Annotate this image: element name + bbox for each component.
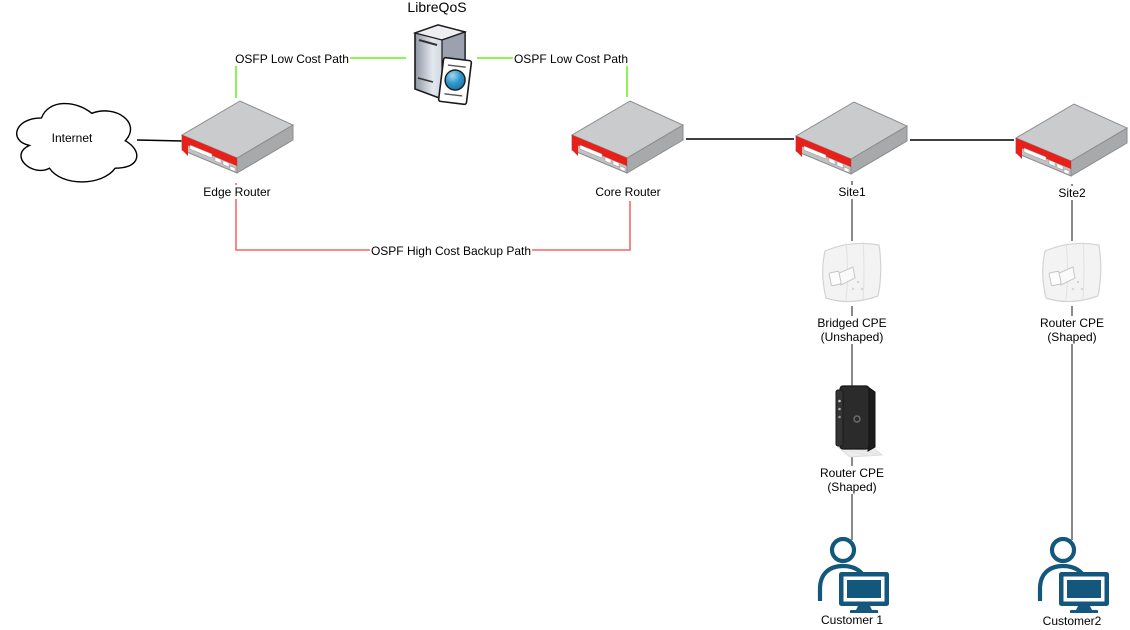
bridged-cpe-label: Bridged CPE (Unshaped) [815,316,889,344]
libreqos-server-node [405,21,477,107]
internet-label: Internet [51,131,93,145]
router-cpe-wireless-label: Router CPE (Shaped) [1037,316,1107,344]
edge-router-node [180,98,296,182]
customer1-node [814,536,892,614]
cloud-icon [16,102,138,183]
core-router-node [570,98,686,182]
customer2-label: Customer2 [1040,614,1104,628]
customer1-label: Customer 1 [818,613,886,627]
site1-label: Site1 [836,185,868,199]
user-workstation-icon [817,536,889,614]
router-icon [1014,103,1129,177]
black-router-icon [835,385,884,458]
link-edge-core-backup-red [235,183,631,251]
router-cpe-wired-node [822,383,884,461]
bridged-cpe-node [817,238,887,307]
bridged-cpe-label-line2: (Unshaped) [820,330,884,344]
user-workstation-icon [1037,536,1109,614]
dish-antenna-icon [1042,241,1102,303]
ospf-low-cost-path-label: OSPF Low Cost Path [512,52,630,66]
router-cpe-wired-label-line1: Router CPE [819,466,885,480]
link-internet-edge [136,139,184,142]
router-cpe-wireless-label-line1: Router CPE [1039,316,1105,330]
router-cpe-wired-label: Router CPE (Shaped) [817,466,887,494]
site1-router-node [794,99,910,183]
ospf-high-cost-backup-path-label: OSPF High Cost Backup Path [369,244,533,258]
router-icon [794,101,909,175]
osfp-low-cost-path-label: OSFP Low Cost Path [234,52,350,66]
customer2-node [1034,536,1112,614]
router-icon [570,100,685,174]
server-icon [412,24,473,106]
site2-router-node [1014,101,1130,185]
router-cpe-wireless-label-line2: (Shaped) [1047,330,1097,344]
router-cpe-wired-label-line2: (Shaped) [827,480,877,494]
edge-router-label: Edge Router [201,185,273,199]
bridged-cpe-label-line1: Bridged CPE [817,316,887,330]
core-router-label: Core Router [593,185,663,199]
router-icon [180,100,295,174]
libreqos-label: LibreQoS [405,0,469,15]
dish-antenna-icon [822,241,882,303]
site2-label: Site2 [1056,186,1088,200]
router-cpe-wireless-node [1037,238,1107,307]
internet-cloud-node: Internet [8,95,142,187]
